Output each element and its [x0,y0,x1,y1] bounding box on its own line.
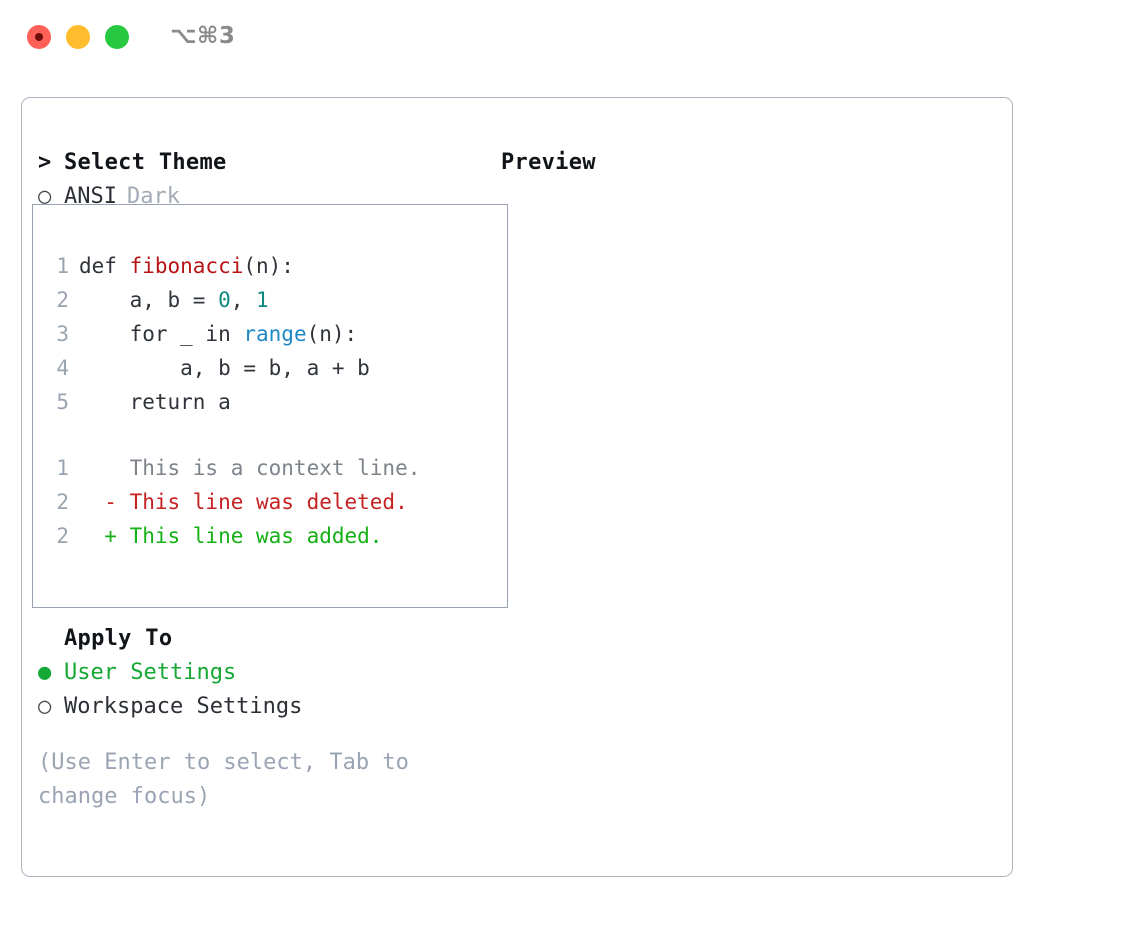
select-theme-title: Select Theme [64,150,227,175]
title-bar: ⌥⌘3 [0,0,1140,76]
line-number: 1 [56,254,69,278]
code-line: 2 a, b = 0, 1 [51,283,507,317]
diff-line-del: 2 - This line was deleted. [51,485,507,519]
diff-sample: 1 This is a context line.2 - This line w… [51,451,507,553]
apply-to-title: Apply To [64,626,173,651]
radio-icon[interactable]: ○ [38,184,52,209]
code-token-plain: , [230,288,257,312]
keyboard-hint-text: (Use Enter to select, Tab to change focu… [38,750,409,809]
line-number: 2 [56,288,69,312]
diff-text: - This line was deleted. [79,490,408,514]
code-line: 1 def fibonacci(n): [51,249,507,283]
diff-line-ctx: 1 This is a context line. [51,451,507,485]
line-number: 5 [56,390,69,414]
code-line: 5 return a [51,385,507,419]
line-number: 4 [56,356,69,380]
code-token-builtin: range [243,322,307,346]
code-token-plain: (n): [306,322,358,346]
code-line: 4 a, b = b, a + b [51,351,507,385]
code-token-func: fibonacci [129,254,244,278]
radio-selected-icon[interactable]: ● [38,660,52,685]
preview-panel: Preview [501,150,1001,197]
close-button-icon[interactable] [27,25,51,49]
apply-to-option-workspace-settings[interactable]: ○ Workspace Settings [38,694,488,728]
line-number: 1 [56,456,69,480]
preview-title: Preview [501,150,596,175]
line-number: 2 [56,490,69,514]
line-number: 2 [56,524,69,548]
line-number: 3 [56,322,69,346]
minimize-button-icon[interactable] [66,25,90,49]
code-token-plain: def [79,254,130,278]
apply-to-label: User Settings [64,660,237,685]
code-token-plain: (n): [243,254,294,278]
code-token-plain: for _ in [79,322,244,346]
apply-to-label: Workspace Settings [64,694,303,719]
caret-icon: > [38,150,52,175]
code-token-num: 1 [256,288,269,312]
maximize-button-icon[interactable] [105,25,129,49]
code-line: 3 for _ in range(n): [51,317,507,351]
apply-to-header: Apply To [38,626,488,660]
apply-to-option-user-settings[interactable]: ● User Settings [38,660,488,694]
keyboard-shortcut-label: ⌥⌘3 [170,23,236,49]
diff-text: This is a context line. [79,456,421,480]
main-card: > Select Theme ○ ANSI Dark ○ Atom One Da… [21,97,1013,877]
diff-text: + This line was added. [79,524,383,548]
code-token-plain: a, b = [79,288,219,312]
code-token-plain: return a [79,390,231,414]
diff-gap [51,419,507,451]
traffic-light-buttons [27,25,129,49]
diff-line-add: 2 + This line was added. [51,519,507,553]
radio-icon[interactable]: ○ [38,694,52,719]
code-token-plain: a, b = b, a + b [79,356,370,380]
select-theme-header: > Select Theme [38,150,488,184]
code-token-num: 0 [218,288,231,312]
